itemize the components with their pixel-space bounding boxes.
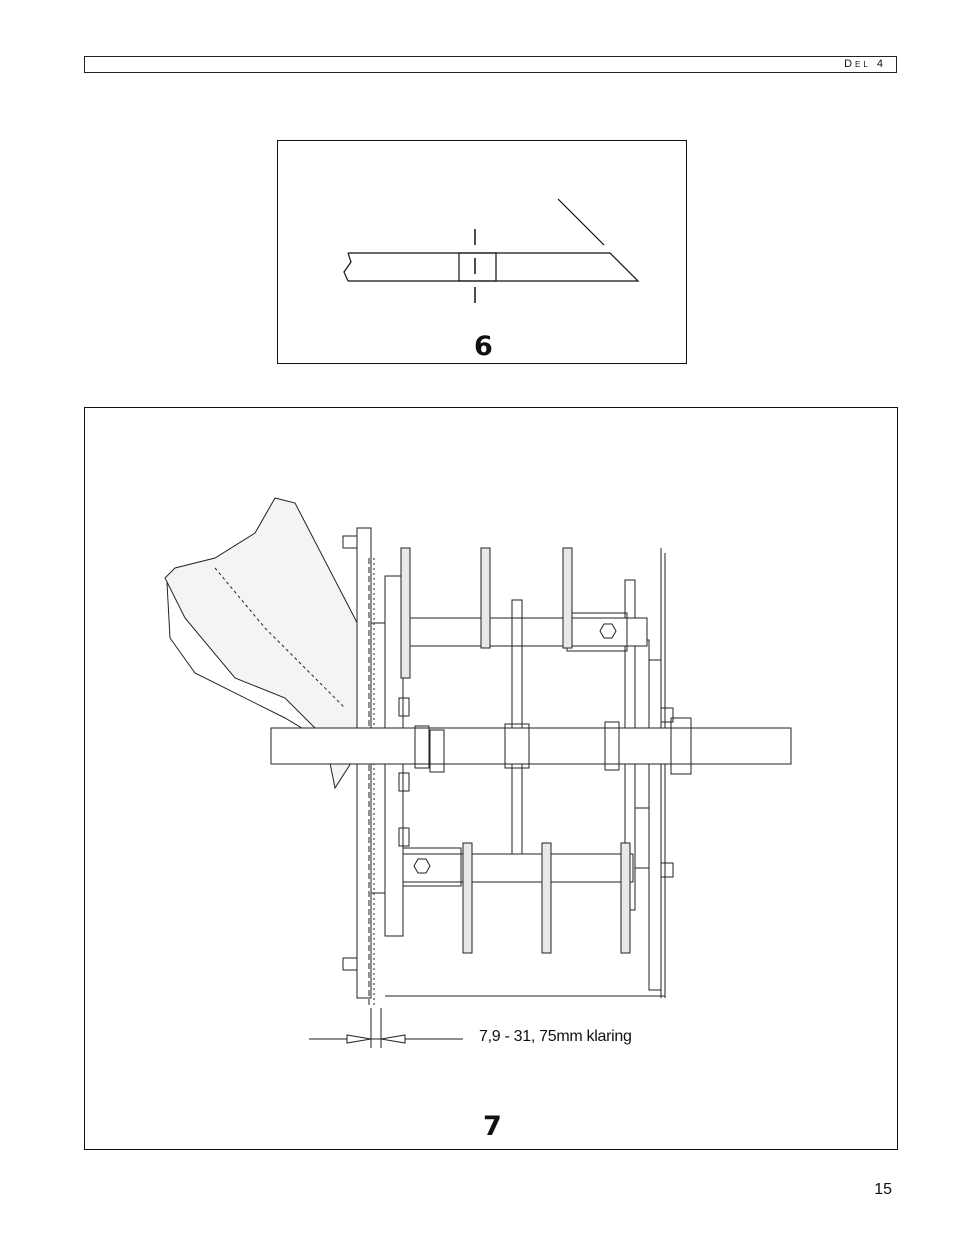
- header-bar: Del 4: [84, 56, 897, 73]
- page-number: 15: [874, 1181, 892, 1199]
- clearance-label: 7,9 - 31, 75mm klaring: [479, 1028, 632, 1046]
- figure-7: 7,9 - 31, 75mm klaring 7: [84, 407, 898, 1150]
- figure-6-number: 6: [474, 331, 493, 362]
- figure-7-number: 7: [483, 1111, 502, 1142]
- section-label: Del 4: [844, 58, 886, 70]
- figure-6: 6: [277, 140, 687, 364]
